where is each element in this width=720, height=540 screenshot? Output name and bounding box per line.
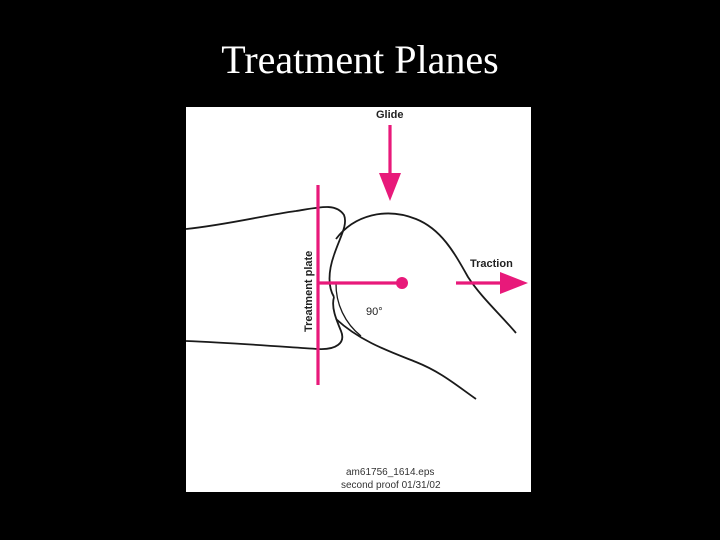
proximal-bone-upper-contour	[186, 206, 346, 256]
angle-label: 90°	[366, 306, 383, 318]
rotation-center-dot	[396, 277, 408, 289]
proof-caption: second proof 01/31/02	[341, 480, 441, 491]
file-name-caption: am61756_1614.eps	[346, 467, 434, 478]
right-angle-arc	[335, 282, 362, 337]
joint-diagram: Glide Traction Treatment plate 90° am617…	[186, 109, 528, 491]
distal-bone-head-contour	[335, 212, 517, 334]
proximal-bone-lower-contour	[186, 296, 344, 350]
joint-concave-surface	[328, 254, 335, 298]
distal-bone-lower-contour	[335, 318, 477, 400]
glide-label: Glide	[376, 109, 404, 121]
diagram-panel: Glide Traction Treatment plate 90° am617…	[186, 107, 531, 492]
treatment-plane-label: Treatment plate	[303, 251, 315, 332]
traction-arrow	[456, 272, 528, 294]
traction-label: Traction	[470, 258, 513, 270]
slide-title: Treatment Planes	[221, 37, 499, 82]
bone-outlines	[186, 206, 517, 400]
glide-arrow	[379, 125, 401, 201]
